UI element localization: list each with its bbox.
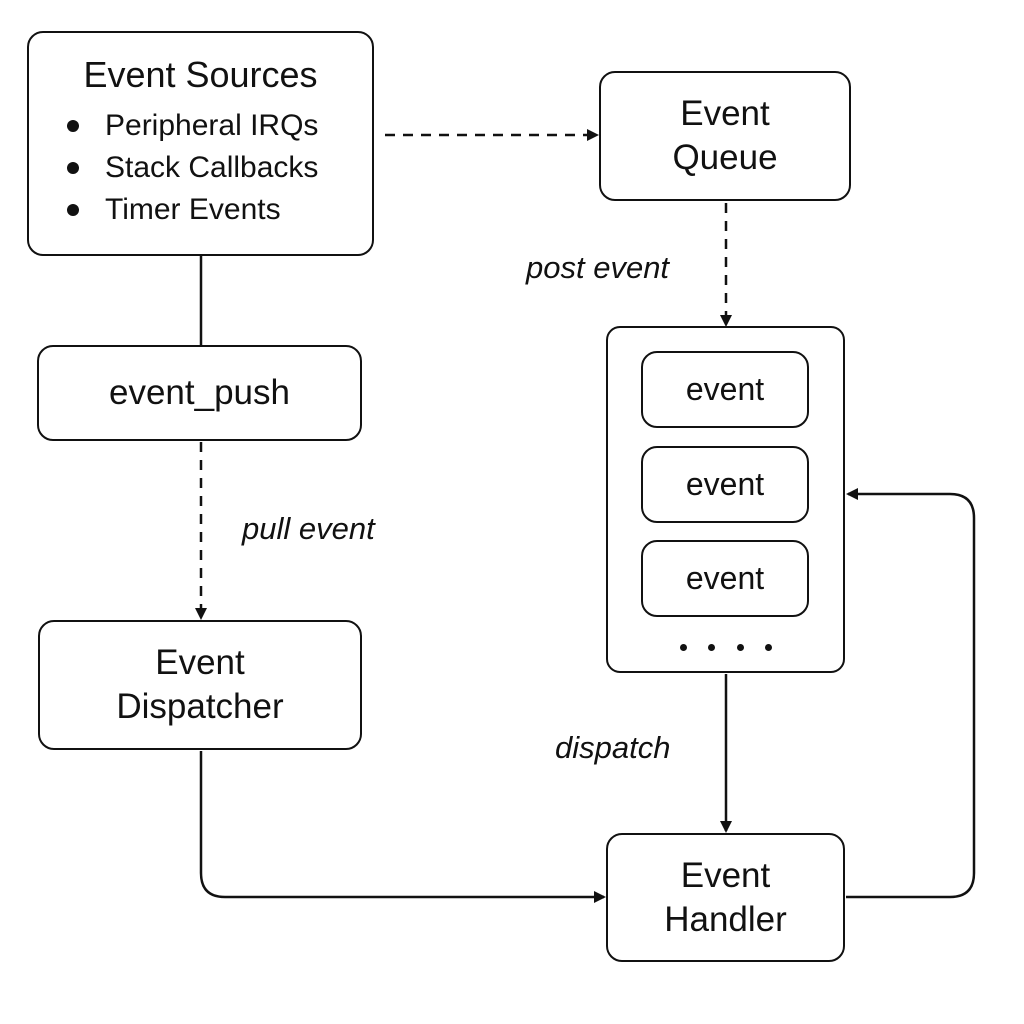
- event-handler-box: Event Handler: [606, 833, 845, 962]
- ellipsis-dot: [764, 643, 772, 651]
- edge-dispatcher-to-handler: [199, 751, 606, 903]
- pull-event-label: pull event: [242, 511, 375, 546]
- queue-event-slot: event: [641, 351, 809, 428]
- event-queue-label-line2: Queue: [672, 138, 778, 177]
- event-queue-box: Event Queue: [599, 71, 851, 201]
- bullet-icon: [67, 120, 79, 132]
- edge-handler-to-buffer: [846, 488, 976, 899]
- post-event-label: post event: [526, 250, 670, 285]
- event-dispatcher-label-line2: Dispatcher: [116, 687, 284, 726]
- event-source-item: Stack Callbacks: [67, 147, 318, 189]
- event-push-label: event_push: [109, 373, 290, 412]
- dispatch-label: dispatch: [555, 730, 671, 765]
- event-sources-list: Peripheral IRQs Stack Callbacks Timer Ev…: [29, 105, 318, 231]
- event-source-label: Timer Events: [105, 193, 281, 226]
- queue-more-ellipsis: [680, 632, 772, 662]
- queue-event-slot: event: [641, 540, 809, 617]
- event-dispatcher-box: Event Dispatcher: [38, 620, 362, 750]
- event-source-label: Peripheral IRQs: [105, 109, 319, 142]
- ellipsis-dot: [708, 643, 716, 651]
- event-handler-label-line2: Handler: [664, 899, 787, 939]
- event-sources-box: Event Sources Peripheral IRQs Stack Call…: [27, 31, 374, 256]
- event-sources-title: Event Sources: [83, 54, 318, 95]
- event-source-label: Stack Callbacks: [105, 151, 319, 184]
- ellipsis-dot: [680, 643, 687, 651]
- ellipsis-dot: [736, 643, 744, 651]
- event-source-item: Timer Events: [67, 189, 318, 231]
- event-queue-label-line1: Event: [680, 94, 770, 133]
- bullet-icon: [67, 162, 79, 174]
- event-dispatcher-label-line1: Event: [155, 643, 245, 682]
- event-source-item: Peripheral IRQs: [67, 105, 318, 147]
- queue-event-slot: event: [641, 446, 809, 523]
- event-push-box: event_push: [37, 345, 362, 441]
- bullet-icon: [67, 204, 79, 216]
- event-handler-label-line1: Event: [680, 855, 771, 895]
